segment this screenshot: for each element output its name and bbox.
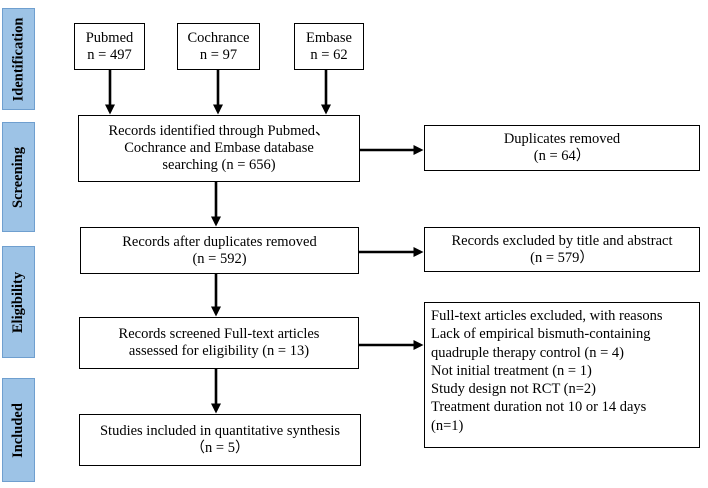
records-after-duplicates-line1: Records after duplicates removed — [122, 233, 317, 250]
excluded-title-abstract-line1: Records excluded by title and abstract — [451, 232, 673, 249]
source-count-cochrance: n = 97 — [199, 46, 238, 63]
duplicates-removed-box: Duplicates removed (n = 64） — [424, 125, 700, 171]
source-name-pubmed: Pubmed — [85, 29, 134, 46]
source-count-embase: n = 62 — [310, 46, 348, 63]
stage-label-identification: Identification — [2, 8, 35, 110]
excluded-title-abstract-line2: (n = 579） — [530, 249, 594, 266]
fulltext-excluded-line: quadruple therapy control (n = 4) — [431, 344, 624, 361]
stage-label-eligibility: Eligibility — [2, 246, 35, 358]
fulltext-excluded-line: Treatment duration not 10 or 14 days — [431, 399, 647, 416]
source-name-cochrance: Cochrance — [187, 29, 250, 46]
source-name-embase: Embase — [306, 29, 352, 46]
fulltext-excluded-line: Lack of empirical bismuth-containing — [431, 326, 651, 343]
duplicates-removed-line1: Duplicates removed — [503, 131, 621, 147]
duplicates-removed-line2: (n = 64） — [533, 148, 591, 164]
records-identified-box: Records identified through Pubmed、 Cochr… — [78, 115, 360, 182]
records-identified-line1: Records identified through Pubmed、 — [108, 123, 330, 139]
excluded-title-abstract-box: Records excluded by title and abstract (… — [424, 227, 700, 272]
source-box-pubmed: Pubmed n = 497 — [74, 23, 145, 70]
fulltext-excluded-line: (n=1) — [431, 417, 464, 434]
source-count-pubmed: n = 497 — [87, 46, 132, 63]
records-identified-line3: searching (n = 656) — [162, 157, 276, 173]
records-after-duplicates-box: Records after duplicates removed (n = 59… — [80, 227, 359, 274]
records-identified-line2: Cochrance and Embase database — [124, 140, 314, 156]
fulltext-excluded-box: Full-text articles excluded, with reason… — [424, 302, 700, 448]
source-box-embase: Embase n = 62 — [294, 23, 364, 70]
stage-label-screening: Screening — [2, 122, 35, 232]
fulltext-assessed-box: Records screened Full-text articles asse… — [79, 317, 359, 369]
stage-label-included: Included — [2, 378, 35, 482]
fulltext-excluded-line: Full-text articles excluded, with reason… — [431, 308, 663, 324]
records-after-duplicates-line2: (n = 592) — [192, 250, 247, 267]
fulltext-assessed-line2: assessed for eligibility (n = 13) — [128, 343, 310, 359]
studies-included-box: Studies included in quantitative synthes… — [79, 414, 361, 466]
studies-included-line2: （n = 5） — [190, 440, 250, 456]
source-box-cochrance: Cochrance n = 97 — [177, 23, 260, 70]
fulltext-assessed-line1: Records screened Full-text articles — [118, 326, 320, 342]
fulltext-excluded-line: Study design not RCT (n=2) — [431, 381, 597, 398]
studies-included-line1: Studies included in quantitative synthes… — [99, 423, 341, 439]
fulltext-excluded-line: Not initial treatment (n = 1) — [431, 362, 592, 379]
